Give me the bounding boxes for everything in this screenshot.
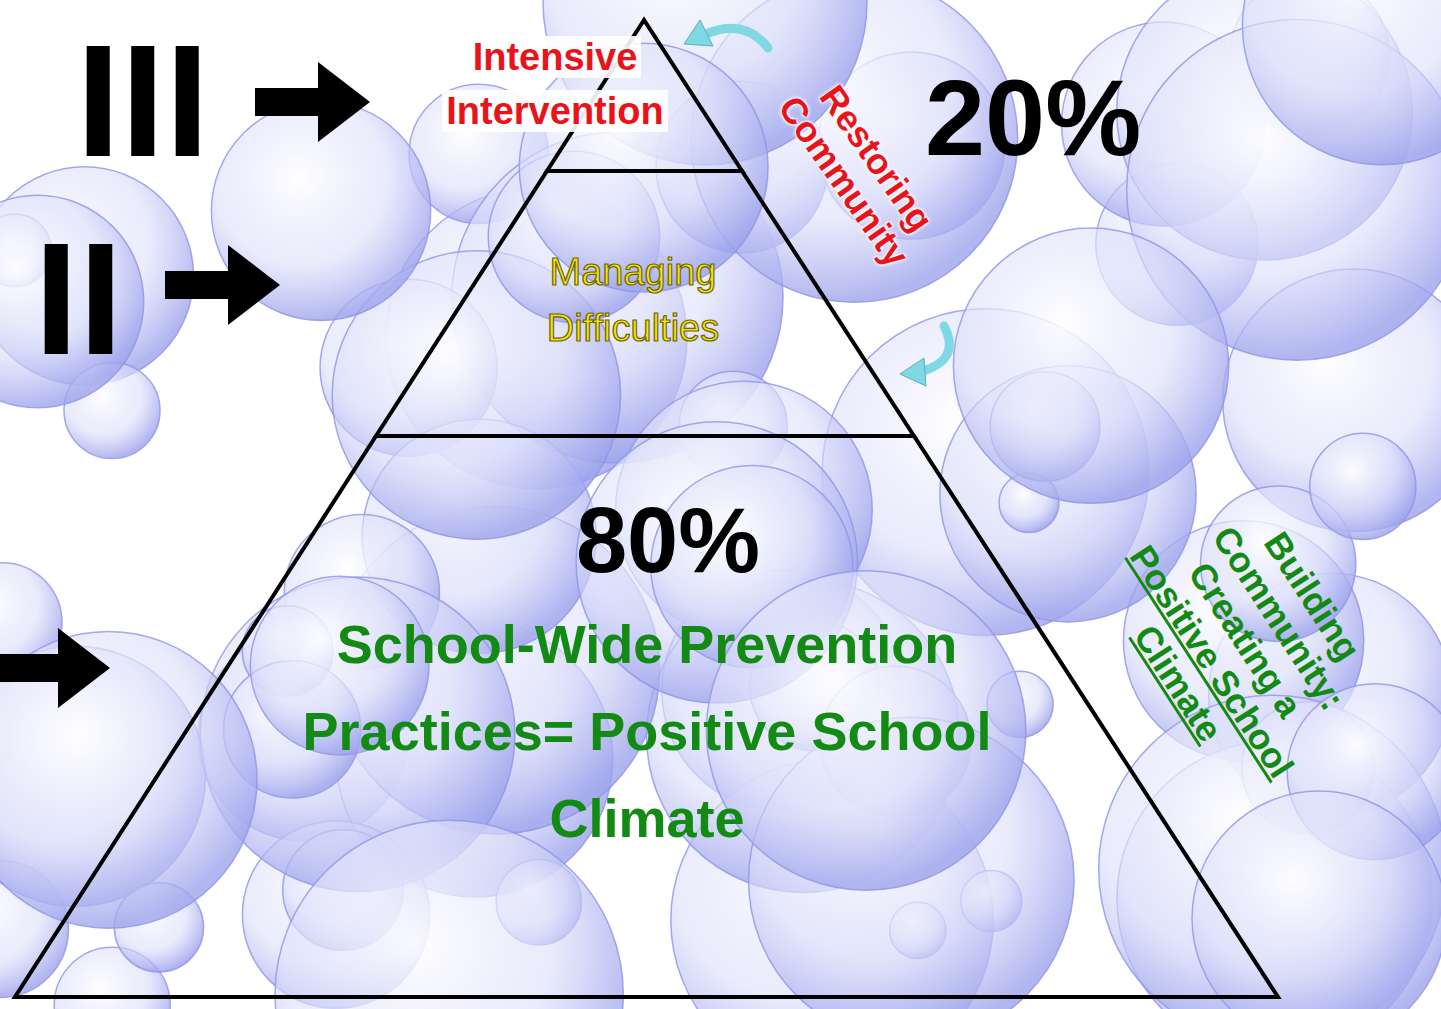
percent-figure: 80% (518, 490, 818, 590)
tier-numeral: II (34, 219, 123, 379)
intervention-band: Intensive Intervention (400, 20, 760, 171)
difficulties-band: Managing Difficulties (376, 171, 914, 436)
pointer-arrow (0, 628, 110, 708)
bubble (953, 228, 1228, 503)
band-outline (15, 436, 1278, 997)
bubble (1310, 433, 1416, 539)
band-title: Managing Difficulties (483, 244, 783, 356)
band-title: School-Wide Prevention Practices= Positi… (267, 601, 1027, 862)
curved-arrow (900, 358, 926, 386)
bubble (275, 820, 623, 1009)
bubble (1192, 791, 1441, 1009)
curved-arrow (706, 28, 768, 48)
pointer-arrow (165, 245, 280, 325)
curved-arrow (684, 20, 713, 46)
pointer-arrow (255, 62, 370, 142)
prevention-band: 80% School-Wide Prevention Practices= Pos… (15, 436, 1278, 997)
band-outline (376, 171, 914, 436)
bubble (1242, 0, 1441, 165)
tier-numeral: III (76, 21, 209, 181)
percent-figure: 20% (925, 64, 1141, 172)
band-outline (376, 171, 914, 436)
band-title: Intensive Intervention (410, 30, 700, 138)
bubble (0, 195, 144, 408)
